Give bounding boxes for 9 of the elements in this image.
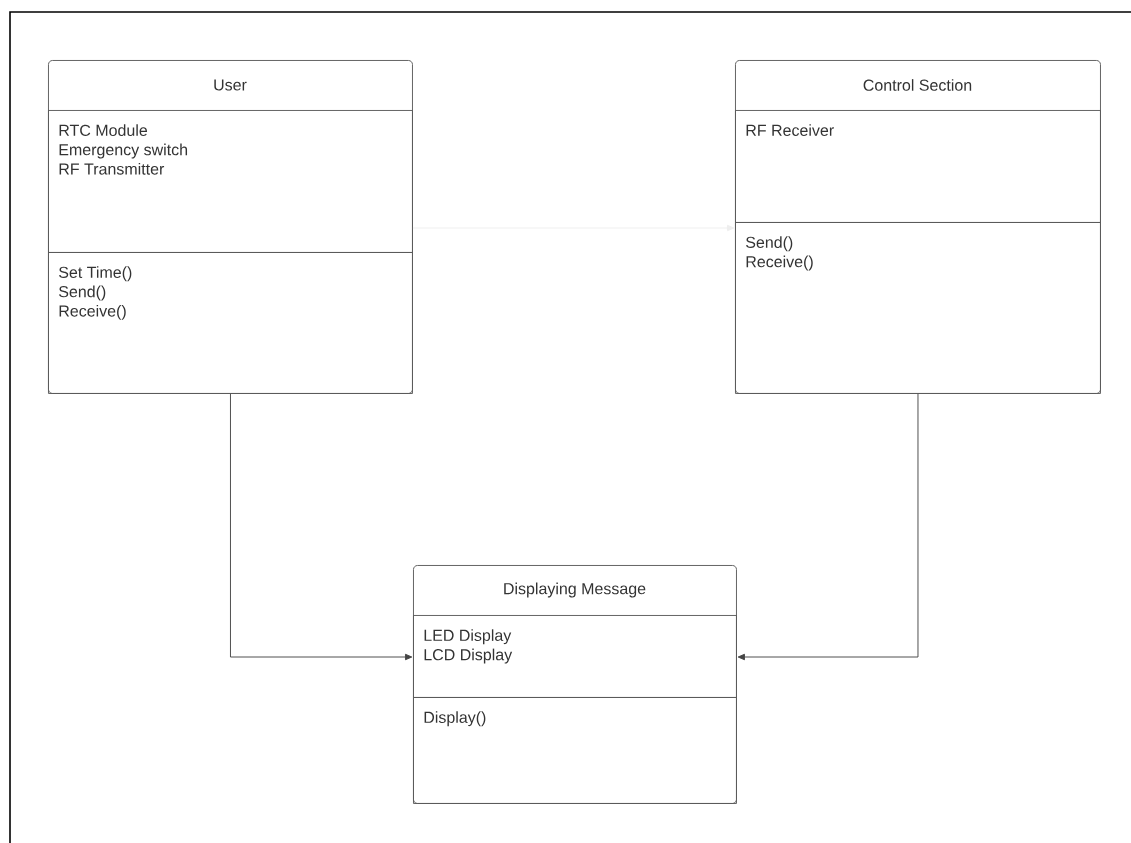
arrow	[737, 393, 919, 661]
class-compartment: Display()	[413, 697, 737, 804]
class-compartment: RF Receiver	[735, 110, 1101, 223]
class-compartment: LED Display LCD Display	[413, 615, 737, 698]
arrow	[412, 224, 735, 232]
class-compartment: Set Time() Send() Receive()	[48, 252, 413, 394]
class-compartment: RTC Module Emergency switch RF Transmitter	[48, 110, 413, 253]
arrow	[230, 393, 413, 661]
class-compartment: Send() Receive()	[735, 222, 1101, 394]
